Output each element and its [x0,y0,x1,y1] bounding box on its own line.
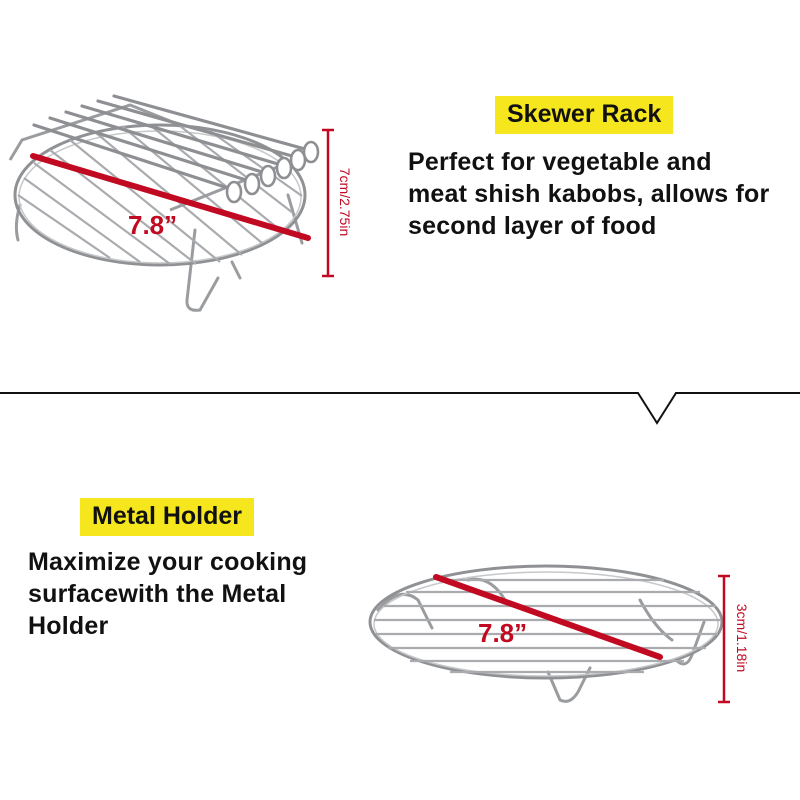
height-measure-bracket [718,574,730,704]
description-line: surfacewith the Metal [28,580,287,608]
description-line: second layer of food [408,212,657,240]
height-label: 3cm/1.18in [734,603,750,673]
description-line: meat shish kabobs, allows for [408,180,770,208]
metal-holder-description: Maximize your cooking surfacewith the Me… [28,546,307,642]
description-line: Perfect for vegetable and [408,148,712,176]
skewer-rack-tag: Skewer Rack [495,96,674,134]
description-line: Maximize your cooking [28,548,308,576]
diameter-measure-line [30,153,311,241]
diameter-measure-line [433,574,663,660]
section-divider [0,392,800,425]
skewer-rack-description: Perfect for vegetable and meat shish kab… [408,146,769,242]
metal-holder-tag: Metal Holder [80,498,255,536]
skewer-rack-image [8,94,334,312]
description-line: Holder [28,612,109,640]
height-measure-bracket [322,128,334,278]
diameter-label: 7.8” [478,618,528,648]
diameter-label: 7.8” [128,210,178,240]
